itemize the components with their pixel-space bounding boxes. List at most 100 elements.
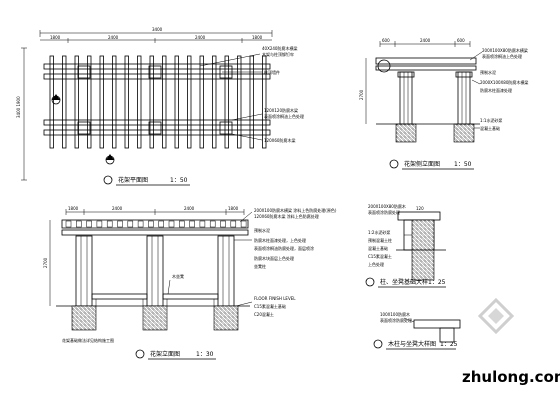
side-note-6: 2000X100X80防腐木横梁 xyxy=(480,79,528,85)
front-dim-3: 2400 xyxy=(184,206,195,211)
plan-rafter xyxy=(162,55,167,149)
front-title: 花架立面图 xyxy=(150,350,180,358)
plan-note-2: 木架与柱顶铆钉牢 xyxy=(262,51,294,57)
front-note-5: 表面喷涂桐油防腐处理，面层喷涂 xyxy=(254,245,314,251)
front-note-7: 坐凳柱 xyxy=(254,263,266,269)
front-dim-left: 2700 xyxy=(43,257,48,268)
front-scale: 1：30 xyxy=(196,351,214,358)
front-note-4: 防腐木柱面漆处理，上色处理 xyxy=(254,237,306,243)
front-rafter-end xyxy=(168,220,175,228)
plan-dim-left: 3400 1900 xyxy=(16,96,21,118)
plan-rafter xyxy=(237,55,242,149)
plan-title: 花架平面图 xyxy=(118,176,148,184)
plan-dim-1: 1800 xyxy=(50,35,61,40)
plan-rafter xyxy=(112,55,117,149)
side-note-3: 预制水泥 xyxy=(480,69,496,75)
detail-b-note-1: 100X100防腐木 xyxy=(380,311,410,317)
plan-rafter xyxy=(174,55,179,149)
front-rafter-end xyxy=(76,220,82,228)
plan-rafter xyxy=(212,55,217,149)
watermark-text: zhulong.com xyxy=(462,368,560,386)
front-dim-2: 2400 xyxy=(112,206,123,211)
detail-a-note-6: C15素混凝土 xyxy=(368,253,392,259)
plan-rafter xyxy=(87,55,92,149)
plan-scale: 1：50 xyxy=(170,177,188,184)
front-rafter-end xyxy=(240,220,247,228)
side-dim-3: 600 xyxy=(457,38,465,43)
front-rafter-end xyxy=(137,220,144,228)
front-note-8: FLOOR FINISH LEVEL xyxy=(254,296,296,301)
side-note-5: 混凝土基础 xyxy=(480,125,500,131)
plan-rafter xyxy=(124,55,129,149)
plan-rafter xyxy=(187,55,192,149)
plan-rafter xyxy=(99,55,104,149)
plan-rafter xyxy=(224,55,229,149)
front-rafter-end xyxy=(65,220,72,228)
watermark: zhulong.com xyxy=(462,297,560,386)
side-note-7: 防腐木柱面漆处理 xyxy=(480,87,512,93)
side-note-2: 表面喷涂桐油上色处理 xyxy=(482,53,522,59)
plan-rafter xyxy=(74,55,79,149)
front-rafter-end xyxy=(86,220,92,228)
side-note-4: 1:1水泥砂浆 xyxy=(480,117,502,123)
side-dim-2: 2400 xyxy=(420,38,431,43)
detail-b-title: 木柱与坐凳大样图 xyxy=(388,340,436,348)
plan-rafter xyxy=(262,55,267,149)
detail-a-note-5: 混凝土基础 xyxy=(368,245,388,251)
front-note-3: 预制水泥 xyxy=(254,227,270,233)
detail-a-title: 柱、坐凳基础大样 xyxy=(380,278,428,286)
detail-a-note-1: 200X100X80防腐木 xyxy=(368,203,406,209)
plan-note-3: 柱顶墙件 xyxy=(264,69,280,75)
plan-dim-total: 3400 xyxy=(152,27,163,32)
plan-rafter xyxy=(249,55,254,149)
side-title: 花架侧立面图 xyxy=(404,160,440,168)
side-dim-1: 600 xyxy=(382,38,390,43)
front-rafter-end xyxy=(117,220,123,228)
front-dim-1: 1800 xyxy=(68,206,79,211)
front-rafter-end xyxy=(199,220,206,228)
plan-dim-3: 2400 xyxy=(195,35,206,40)
detail-a-note-3: 1:2水泥砂浆 xyxy=(368,229,390,235)
front-dim-4: 1800 xyxy=(228,206,239,211)
front-rafter-end xyxy=(209,220,216,228)
detail-b-note-2: 表面喷涂防腐处理 xyxy=(380,317,412,323)
front-rafter-end xyxy=(220,220,226,228)
front-rafter-end xyxy=(106,220,113,228)
detail-a-note-7: 上色处理 xyxy=(368,261,384,267)
front-note-10: C20混凝土 xyxy=(254,311,274,317)
plan-rafter xyxy=(199,55,204,149)
plan-rafter xyxy=(137,55,142,149)
detail-b-scale: 1：25 xyxy=(440,341,458,348)
front-rafter-end xyxy=(96,220,103,228)
plan-view: 3400 1800 2400 2400 1800 3400 1900 xyxy=(16,27,304,186)
side-dim-left: 2700 xyxy=(359,89,364,100)
front-rafter-end xyxy=(148,220,154,228)
detail-a-note-4: 预制混凝土柱 xyxy=(368,237,392,243)
front-rafter-end xyxy=(230,220,237,228)
detail-a-note-2: 表面喷涂防腐处理 xyxy=(368,209,400,215)
front-rafter-end xyxy=(158,220,164,228)
plan-rafter xyxy=(62,55,67,149)
front-foot-note: 花架基础做法详见结构施工图 xyxy=(62,337,114,343)
side-elevation: 600 2400 600 2700 200X100X80防腐木横梁 表面喷涂桐油… xyxy=(359,38,528,170)
front-note-6: 防腐木块面层上色处理 xyxy=(254,255,294,261)
side-scale: 1：50 xyxy=(454,161,472,168)
front-note-1: 200X100防腐木横梁 涂料上色防腐处理(原色) xyxy=(254,207,337,213)
detail-a: 200X100X80防腐木 表面喷涂防腐处理 1:2水泥砂浆 预制混凝土柱 混凝… xyxy=(365,203,446,288)
front-rafter-end xyxy=(127,220,134,228)
front-rafter-end xyxy=(189,220,195,228)
plan-rafter xyxy=(49,55,54,149)
front-elevation: 1800 2400 2400 1800 木坐凳 2700 200X100防腐木横 xyxy=(43,206,337,360)
plan-dim-2: 2400 xyxy=(108,35,119,40)
front-note-2: 120X60防腐木梁 涂料上色防腐处理 xyxy=(254,213,319,219)
plan-rafter xyxy=(149,55,154,149)
detail-a-scale: 1：25 xyxy=(428,279,446,286)
front-note-9: C15素混凝土基础 xyxy=(254,303,286,309)
plan-note-4: 120X120防腐木梁 xyxy=(264,107,298,113)
side-note-1: 200X100X80防腐木横梁 xyxy=(482,47,528,53)
detail-b: 100X100防腐木 表面喷涂防腐处理 木柱与坐凳大样图 1：25 xyxy=(373,311,461,350)
plan-dim-4: 1800 xyxy=(252,35,263,40)
front-bench-label: 木坐凳 xyxy=(172,273,184,279)
plan-note-6: 120X60防腐木梁 xyxy=(264,137,295,143)
